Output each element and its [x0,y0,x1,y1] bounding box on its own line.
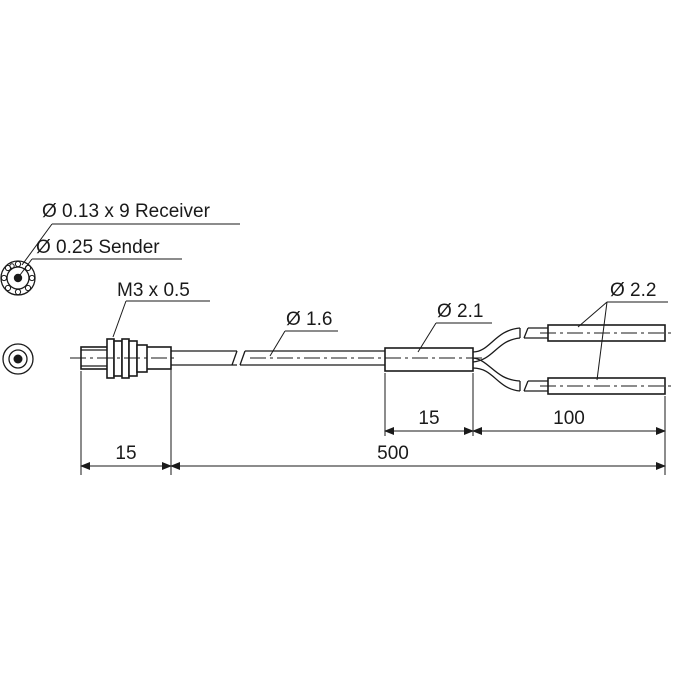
cable-body [171,350,385,366]
end-diameter-label: Ø 2.2 [610,280,656,301]
sleeve-diameter-label: Ø 2.1 [437,301,483,322]
center-lines [70,332,672,387]
splitter-sleeve [384,347,474,372]
fiber-bundle-cross-section [0,260,36,296]
cable-diameter-label: Ø 1.6 [286,309,332,330]
end-diameter-leaders [577,301,668,381]
cable-leader [269,330,286,357]
extension-lines [80,368,666,475]
total-length-value: 500 [377,443,409,464]
split-length-value: 100 [553,408,585,429]
sensor-head-end-view [2,343,34,375]
sleeve-leader [417,322,437,353]
head-length-value: 15 [115,443,136,464]
cross-section-leaders [19,223,240,276]
sleeve-length-value: 15 [418,408,439,429]
sender-label: Ø 0.25 Sender [36,237,160,258]
thread-label: M3 x 0.5 [117,280,190,301]
receiver-label: Ø 0.13 x 9 Receiver [42,201,211,222]
split-branches [472,324,666,395]
thread-leader [112,300,127,338]
